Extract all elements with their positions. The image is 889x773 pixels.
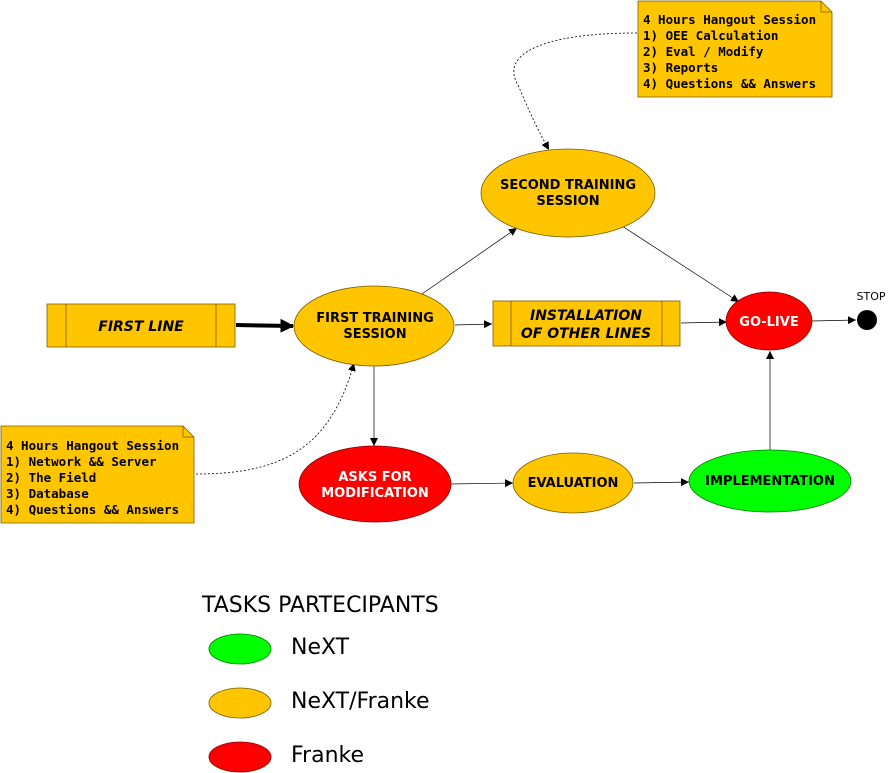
installation-node: INSTALLATION OF OTHER LINES [492, 300, 681, 347]
legend-swatch-next [208, 633, 272, 665]
legend: TASKS PARTECIPANTS NeXT NeXT/Franke Fran… [201, 593, 439, 773]
legend-label-franke: Franke [291, 743, 364, 768]
asks-modification-node: ASKS FOR MODIFICATION [298, 445, 452, 523]
go-live-node: GO-LIVE [725, 291, 813, 351]
edge-first-line-to-first-training [235, 318, 295, 333]
legend-swatch-next-franke [208, 687, 272, 719]
evaluation-node: EVALUATION [512, 452, 634, 514]
bottom-note-line-4: 3) Database [6, 486, 89, 501]
second-training-label-2: SESSION [536, 194, 599, 209]
stop-label: STOP [857, 290, 886, 303]
legend-label-next-franke: NeXT/Franke [291, 689, 430, 714]
connectors [195, 32, 857, 488]
edge-evaluation-to-implementation [633, 478, 690, 487]
bottom-note: 4 Hours Hangout Session 1) Network && Se… [0, 425, 195, 524]
first-line-label: FIRST LINE [98, 319, 184, 335]
top-note: 4 Hours Hangout Session 1) OEE Calculati… [637, 0, 833, 98]
bottom-note-line-5: 4) Questions && Answers [6, 502, 179, 517]
legend-swatch-franke [208, 741, 272, 773]
second-training-label-1: SECOND TRAINING [500, 178, 636, 193]
dotted-edge-bottom-note [195, 362, 356, 475]
top-note-line-1: 4 Hours Hangout Session [643, 12, 816, 27]
bottom-note-line-2: 1) Network && Server [6, 454, 157, 469]
top-note-line-3: 2) Eval / Modify [643, 44, 764, 59]
edge-second-training-to-go-live [621, 225, 740, 303]
bottom-note-line-1: 4 Hours Hangout Session [6, 438, 179, 453]
implementation-label: IMPLEMENTATION [705, 474, 835, 489]
edge-asks-modification-to-evaluation [450, 479, 514, 488]
legend-label-next: NeXT [291, 635, 350, 660]
go-live-label: GO-LIVE [739, 315, 798, 330]
top-note-line-5: 4) Questions && Answers [643, 76, 816, 91]
asks-modification-label-1: ASKS FOR [338, 470, 411, 485]
bottom-note-line-3: 2) The Field [6, 470, 96, 485]
implementation-node: IMPLEMENTATION [688, 449, 852, 513]
top-note-line-4: 3) Reports [643, 60, 718, 75]
top-note-line-2: 1) OEE Calculation [643, 28, 778, 43]
first-training-label-1: FIRST TRAINING [316, 311, 434, 326]
first-training-node: FIRST TRAINING SESSION [293, 285, 455, 367]
edge-first-training-to-second-training [421, 227, 518, 295]
installation-label-2: OF OTHER LINES [521, 326, 651, 342]
dotted-edge-top-note [513, 32, 638, 151]
edge-go-live-to-stop [811, 316, 857, 325]
edge-installation-to-go-live [680, 318, 728, 327]
legend-title: TASKS PARTECIPANTS [201, 593, 439, 618]
evaluation-label: EVALUATION [528, 476, 619, 491]
installation-label-1: INSTALLATION [530, 308, 642, 324]
second-training-node: SECOND TRAINING SESSION [480, 148, 656, 238]
asks-modification-label-2: MODIFICATION [321, 486, 429, 501]
edge-first-training-to-installation [454, 320, 493, 329]
first-line-node: FIRST LINE [46, 303, 236, 348]
stop-node: STOP [857, 290, 886, 330]
first-training-label-2: SESSION [343, 327, 406, 342]
